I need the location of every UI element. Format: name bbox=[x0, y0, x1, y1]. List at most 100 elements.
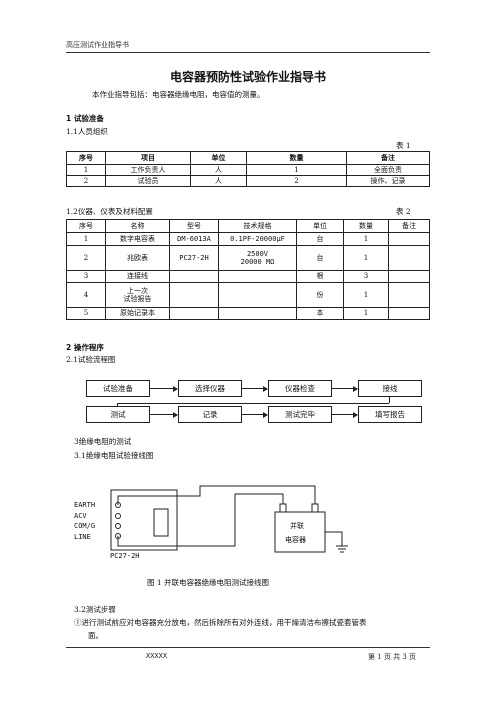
figure-caption: 图 1 并联电容器绝缘电阻测试接线图 bbox=[147, 578, 270, 587]
table-cell: 1 bbox=[343, 282, 389, 308]
page-title: 电容器预防性试验作业指导书 bbox=[169, 70, 326, 84]
table-cell: 台 bbox=[296, 232, 344, 246]
section-1-2-heading: 1.2仪器、仪表及材料配置 bbox=[66, 207, 153, 216]
bushing-icon bbox=[279, 503, 287, 513]
table-row: 1 数字电容表 DM-6013A 0.1PF-20000μF 台 1 bbox=[66, 232, 430, 246]
table-cell: 上一次 试验报告 bbox=[105, 282, 170, 308]
section-3-1-heading: 3.1绝缘电阻试验接线图 bbox=[74, 451, 154, 460]
header-divider bbox=[66, 52, 430, 53]
table-cell: 全面负责 bbox=[346, 164, 430, 176]
table-row: 2 试验员 人 2 操作、记录 bbox=[66, 175, 430, 187]
table-cell: 0.1PF-20000μF bbox=[218, 232, 297, 246]
col-header: 序号 bbox=[66, 219, 106, 233]
flow-step: 试验准备 bbox=[86, 380, 150, 397]
flow-step: 接线 bbox=[358, 380, 422, 397]
table-cell bbox=[218, 307, 297, 320]
terminal-label: COM/G bbox=[74, 522, 96, 530]
arrow-icon bbox=[332, 411, 358, 418]
arrow-icon bbox=[332, 385, 358, 392]
connector-line bbox=[117, 403, 389, 404]
table-cell: 试验员 bbox=[105, 175, 191, 187]
table-cell: PC27-2H bbox=[169, 245, 219, 271]
equipment-table: 序号 名称 型号 技术规格 单位 数量 备注 1 数字电容表 DM-6013A … bbox=[66, 219, 430, 320]
table-row: 1 工作负责人 人 1 全面负责 bbox=[66, 164, 430, 176]
table-cell bbox=[169, 270, 219, 283]
table-1-label: 表 1 bbox=[396, 141, 411, 150]
table-cell: 兆欧表 bbox=[105, 245, 170, 271]
col-header: 技术规格 bbox=[218, 219, 297, 233]
table-cell: 数字电容表 bbox=[105, 232, 170, 246]
terminal-labels: EARTH ACV COM/G LINE bbox=[74, 500, 95, 542]
col-header: 数量 bbox=[343, 219, 389, 233]
flow-step: 记录 bbox=[178, 406, 242, 423]
table-cell: 人 bbox=[190, 164, 247, 176]
wiring-diagram-svg bbox=[110, 485, 348, 553]
table-cell bbox=[388, 270, 430, 283]
col-header: 备注 bbox=[346, 151, 430, 165]
table-cell: 2 bbox=[66, 245, 106, 271]
table-cell: 2500V 20000 MΩ bbox=[218, 245, 297, 271]
table-header-row: 序号 项目 单位 数量 备注 bbox=[66, 151, 430, 165]
meter-body bbox=[110, 489, 178, 551]
table-cell: 连接线 bbox=[105, 270, 170, 283]
table-cell: DM-6013A bbox=[169, 232, 219, 246]
section-1-heading: 1 试验准备 bbox=[66, 114, 104, 123]
table-cell bbox=[388, 307, 430, 320]
table-cell: 本 bbox=[296, 307, 344, 320]
table-cell: 5 bbox=[66, 307, 106, 320]
capacitor-label: 电容器 bbox=[285, 536, 306, 544]
table-cell bbox=[388, 245, 430, 271]
table-cell: 3 bbox=[66, 270, 106, 283]
table-cell bbox=[218, 282, 297, 308]
table-cell: 1 bbox=[66, 164, 106, 176]
flow-step: 填写报告 bbox=[358, 406, 422, 423]
footer-code: XXXXX bbox=[146, 652, 168, 660]
table-cell: 操作、记录 bbox=[346, 175, 430, 187]
flow-step: 测试 bbox=[86, 406, 150, 423]
col-header: 项目 bbox=[105, 151, 191, 165]
col-header: 序号 bbox=[66, 151, 106, 165]
bushing-icon bbox=[311, 503, 319, 513]
terminal-icon bbox=[115, 513, 121, 519]
table-cell bbox=[169, 307, 219, 320]
page-header: 高压测试作业指导书 bbox=[66, 41, 129, 49]
table-cell: 1 bbox=[343, 232, 389, 246]
personnel-table: 序号 项目 单位 数量 备注 1 工作负责人 人 1 全面负责 2 试验员 人 … bbox=[66, 151, 430, 187]
table-cell: 台 bbox=[296, 245, 344, 271]
table-cell bbox=[388, 232, 430, 246]
table-row: 3 连接线 根 3 bbox=[66, 270, 430, 283]
table-row: 2 兆欧表 PC27-2H 2500V 20000 MΩ 台 1 bbox=[66, 245, 430, 271]
table-cell: 根 bbox=[296, 270, 344, 283]
flow-step: 选择仪器 bbox=[178, 380, 242, 397]
footer-divider bbox=[66, 647, 430, 648]
capacitor-label: 并联 bbox=[290, 522, 304, 530]
table-cell: 1 bbox=[246, 164, 347, 176]
section-2-1-heading: 2.1试验流程图 bbox=[66, 355, 116, 364]
table-row: 5 原始记录本 本 1 bbox=[66, 307, 430, 320]
table-cell bbox=[169, 282, 219, 308]
earth-wire bbox=[117, 485, 316, 505]
meter-model-label: PC27-2H bbox=[110, 552, 140, 560]
arrow-icon bbox=[150, 385, 178, 392]
col-header: 型号 bbox=[169, 219, 219, 233]
table-cell: 原始记录本 bbox=[105, 307, 170, 320]
table-cell: 工作负责人 bbox=[105, 164, 191, 176]
terminal-icon bbox=[115, 523, 121, 529]
terminal-label: LINE bbox=[74, 532, 91, 541]
line-wire bbox=[117, 493, 284, 547]
flow-step: 测试完毕 bbox=[268, 406, 332, 423]
flow-step: 仪器检查 bbox=[268, 380, 332, 397]
section-2-heading: 2 操作程序 bbox=[66, 343, 104, 352]
table-cell: 4 bbox=[66, 282, 106, 308]
table-cell: 1 bbox=[66, 232, 106, 246]
col-header: 备注 bbox=[388, 219, 430, 233]
capacitor-box bbox=[274, 511, 326, 553]
arrow-icon bbox=[150, 411, 178, 418]
ground-wire bbox=[325, 531, 343, 546]
col-header: 单位 bbox=[190, 151, 247, 165]
section-3-2-heading: 3.2测试步骤 bbox=[74, 605, 116, 614]
terminal-label: ACV bbox=[74, 511, 87, 520]
table-2-label: 表 2 bbox=[396, 207, 411, 216]
connector-line bbox=[117, 403, 118, 406]
table-cell: 1 bbox=[343, 245, 389, 271]
